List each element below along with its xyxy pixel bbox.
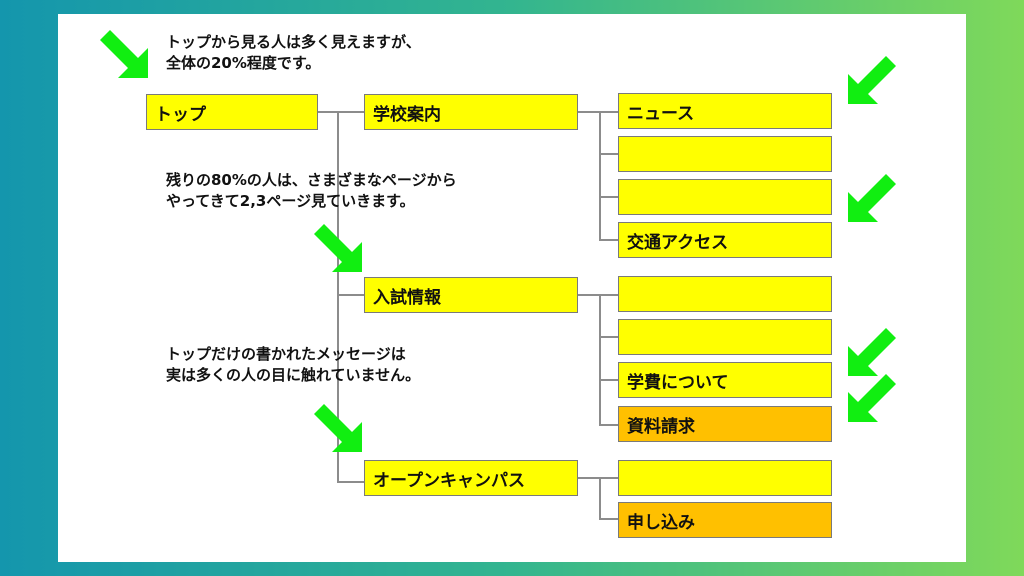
node-admission-blank-2 (618, 319, 832, 355)
node-news: ニュース (618, 93, 832, 129)
note-middle: 残りの80%の人は、さまざまなページから やってきて2,3ページ見ていきます。 (166, 170, 457, 212)
node-fees: 学費について (618, 362, 832, 398)
node-school-blank-2 (618, 179, 832, 215)
node-request: 資料請求 (618, 406, 832, 442)
node-admission: 入試情報 (364, 277, 578, 313)
node-opencampus: オープンキャンパス (364, 460, 578, 496)
arrow-down-left-icon (848, 328, 896, 376)
note-bottom: トップだけの書かれたメッセージは 実は多くの人の目に触れていません。 (166, 344, 420, 386)
arrow-down-right-icon (314, 404, 362, 452)
node-access: 交通アクセス (618, 222, 832, 258)
note-top: トップから見る人は多く見えますが、 全体の20%程度です。 (166, 32, 421, 74)
node-oc-blank (618, 460, 832, 496)
arrow-down-right-icon (100, 30, 148, 78)
arrow-down-left-icon (848, 374, 896, 422)
node-admission-blank-1 (618, 276, 832, 312)
note-middle-line-2: やってきて2,3ページ見ていきます。 (166, 192, 415, 210)
node-school-blank-1 (618, 136, 832, 172)
node-school: 学校案内 (364, 94, 578, 130)
note-middle-line-1: 残りの80%の人は、さまざまなページから (166, 171, 457, 189)
node-top: トップ (146, 94, 318, 130)
note-top-line-1: トップから見る人は多く見えますが、 (166, 33, 421, 51)
arrow-down-left-icon (848, 56, 896, 104)
node-apply: 申し込み (618, 502, 832, 538)
arrow-down-right-icon (314, 224, 362, 272)
note-bottom-line-2: 実は多くの人の目に触れていません。 (166, 366, 421, 384)
note-bottom-line-1: トップだけの書かれたメッセージは (166, 345, 406, 363)
arrow-down-left-icon (848, 174, 896, 222)
note-top-line-2: 全体の20%程度です。 (166, 54, 321, 72)
